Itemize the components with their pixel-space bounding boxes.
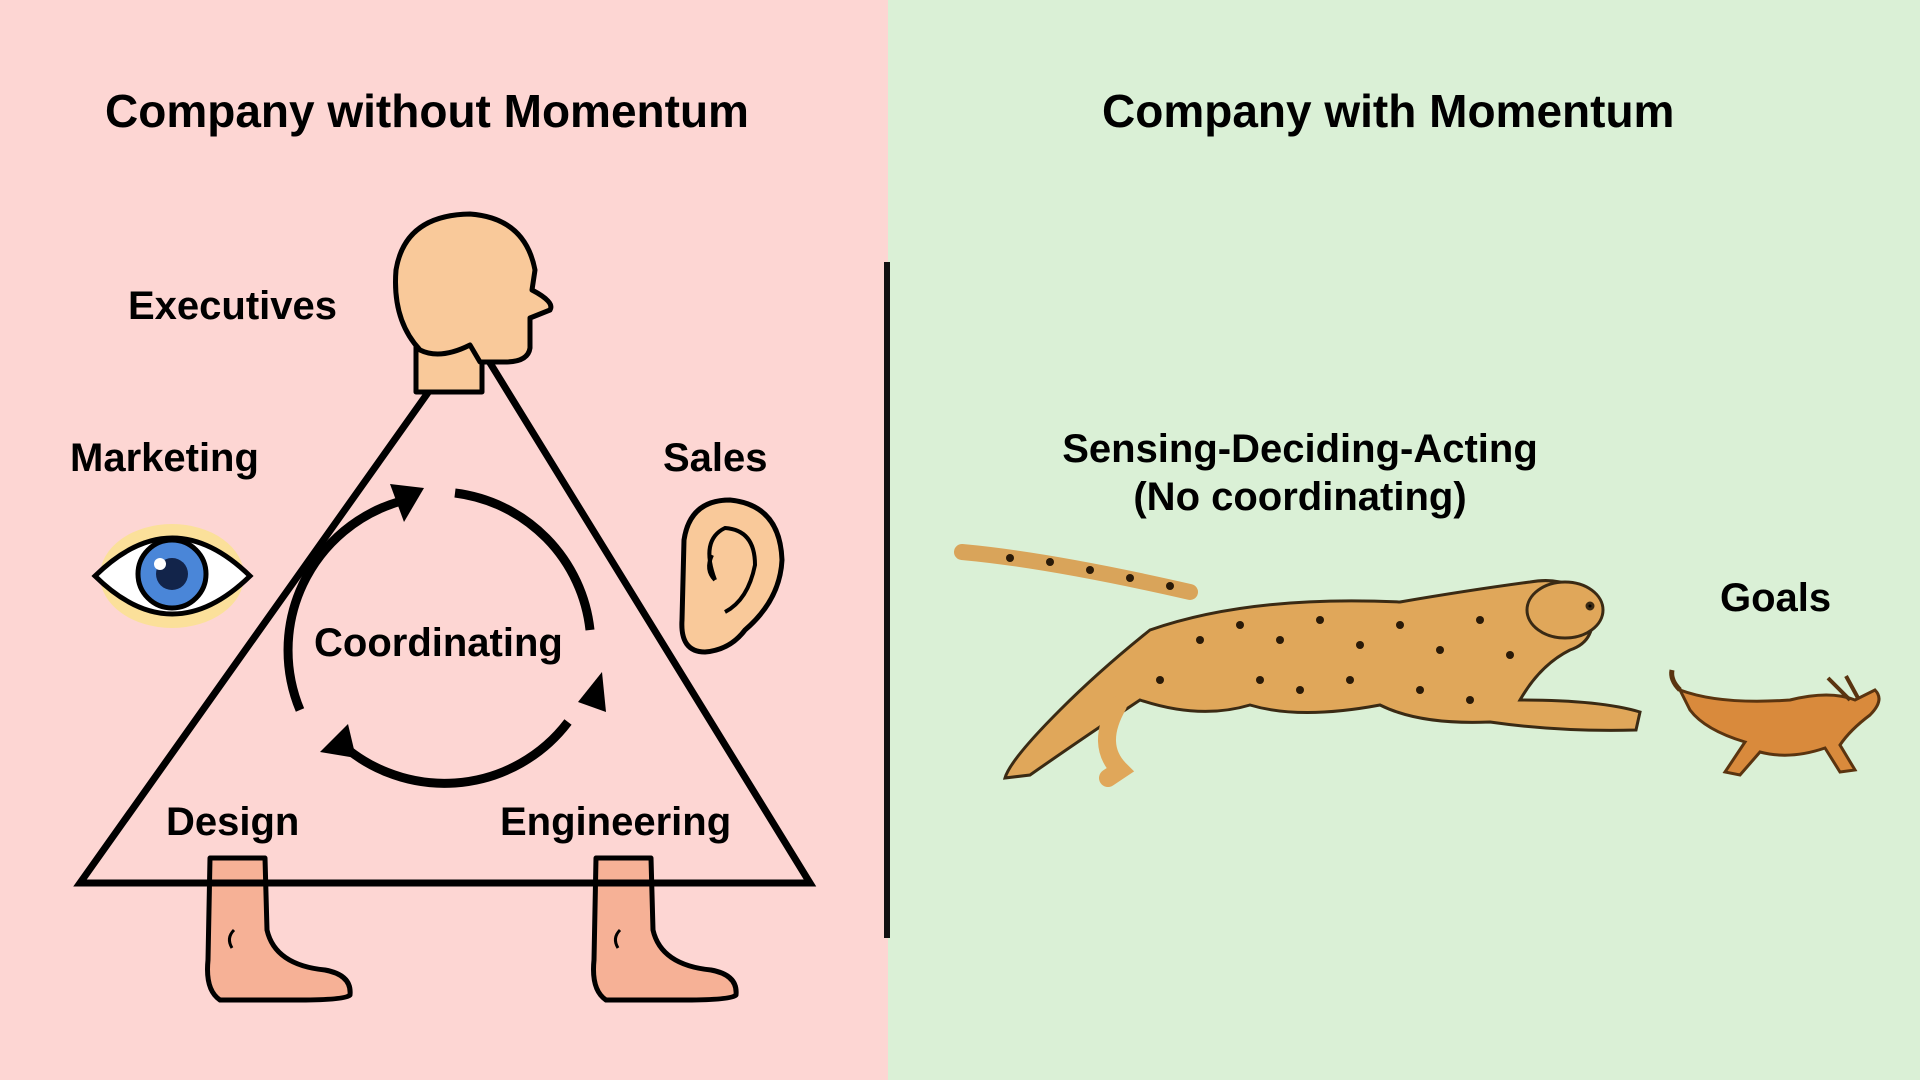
process-line-2: (No coordinating) [1133, 475, 1467, 519]
eye-icon [91, 524, 254, 628]
divider-line [884, 262, 890, 938]
process-label: Sensing-Deciding-Acting (No coordinating… [1030, 425, 1570, 521]
coordinating-label: Coordinating [314, 621, 563, 665]
goals-label: Goals [1720, 576, 1832, 620]
cheetah-spots [1006, 554, 1514, 704]
head-icon [393, 211, 554, 395]
design-label: Design [166, 800, 300, 844]
sales-label: Sales [663, 436, 768, 480]
marketing-label: Marketing [70, 436, 259, 480]
ear-icon [679, 497, 785, 655]
executives-label: Executives [128, 284, 338, 328]
cycle-arrows-icon [283, 488, 595, 788]
organization-triangle [73, 325, 817, 887]
cycle-arrowheads [320, 484, 606, 758]
right-foot-icon [591, 855, 739, 1003]
right-title: Company with Momentum [1102, 85, 1675, 137]
cheetah-icon [954, 544, 1642, 787]
engineering-label: Engineering [500, 800, 732, 844]
gazelle-icon [1669, 669, 1881, 777]
right-panel [888, 0, 1920, 1080]
left-title: Company without Momentum [105, 85, 749, 137]
process-line-1: Sensing-Deciding-Acting [1062, 427, 1538, 471]
left-foot-icon [205, 855, 353, 1003]
